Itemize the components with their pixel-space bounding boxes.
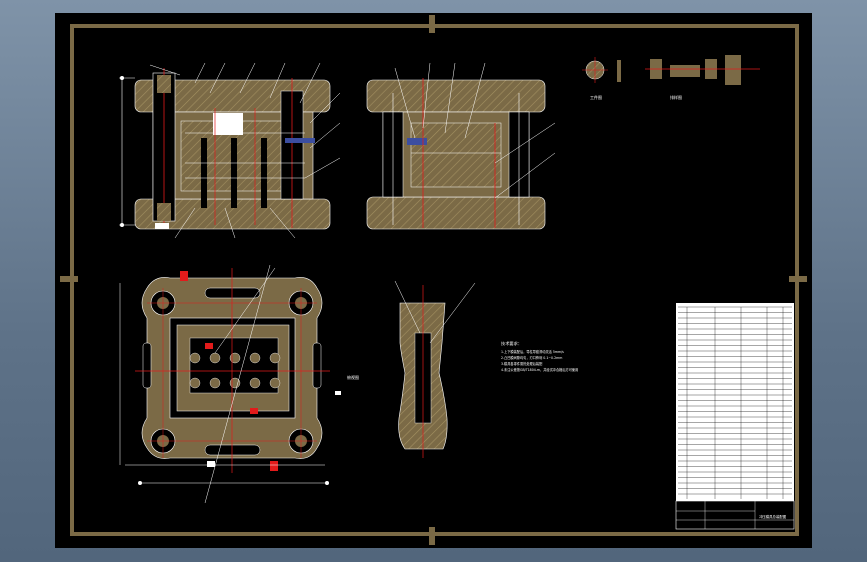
tech-req-line-3: 3.模具各零件需热处理后装配 xyxy=(501,361,543,366)
title-block: 冲压模具总装配图 xyxy=(675,500,795,530)
small-detail-views: 工件图 排样图 xyxy=(582,55,760,100)
front-section-view xyxy=(119,62,341,239)
top-center-mark xyxy=(429,15,435,33)
technical-requirements: 技术要求： 1.上下模装配后，导柱导套滑动灵活 5mm/s 2.凸凹模间隙均匀，… xyxy=(501,340,578,372)
plan-view: 俯视图 xyxy=(119,264,359,504)
cad-drawing: 工件图 排样图 xyxy=(60,15,807,545)
tech-req-title: 技术要求： xyxy=(501,340,522,347)
drawing-sheet: 工件图 排样图 xyxy=(55,13,812,548)
punch-part-view xyxy=(394,280,476,458)
parts-list-table xyxy=(676,303,794,501)
tech-req-line-2: 2.凸凹模间隙均匀，刃口锋利 0.1~0.2mm xyxy=(501,355,562,360)
strip-caption: 排样图 xyxy=(670,94,682,100)
bottom-center-mark xyxy=(429,527,435,545)
plan-view-label: 俯视图 xyxy=(347,374,359,380)
tech-req-line-1: 1.上下模装配后，导柱导套滑动灵活 5mm/s xyxy=(501,349,564,354)
side-section-view xyxy=(366,62,556,230)
small-caption: 工件图 xyxy=(590,94,602,100)
tech-req-line-4: 4.未注公差按GB/T1804-m，并经试冲合格后方可使用 xyxy=(501,367,578,372)
right-center-mark xyxy=(789,276,807,282)
title-block-name: 冲压模具总装配图 xyxy=(759,514,787,519)
left-center-mark xyxy=(60,276,78,282)
